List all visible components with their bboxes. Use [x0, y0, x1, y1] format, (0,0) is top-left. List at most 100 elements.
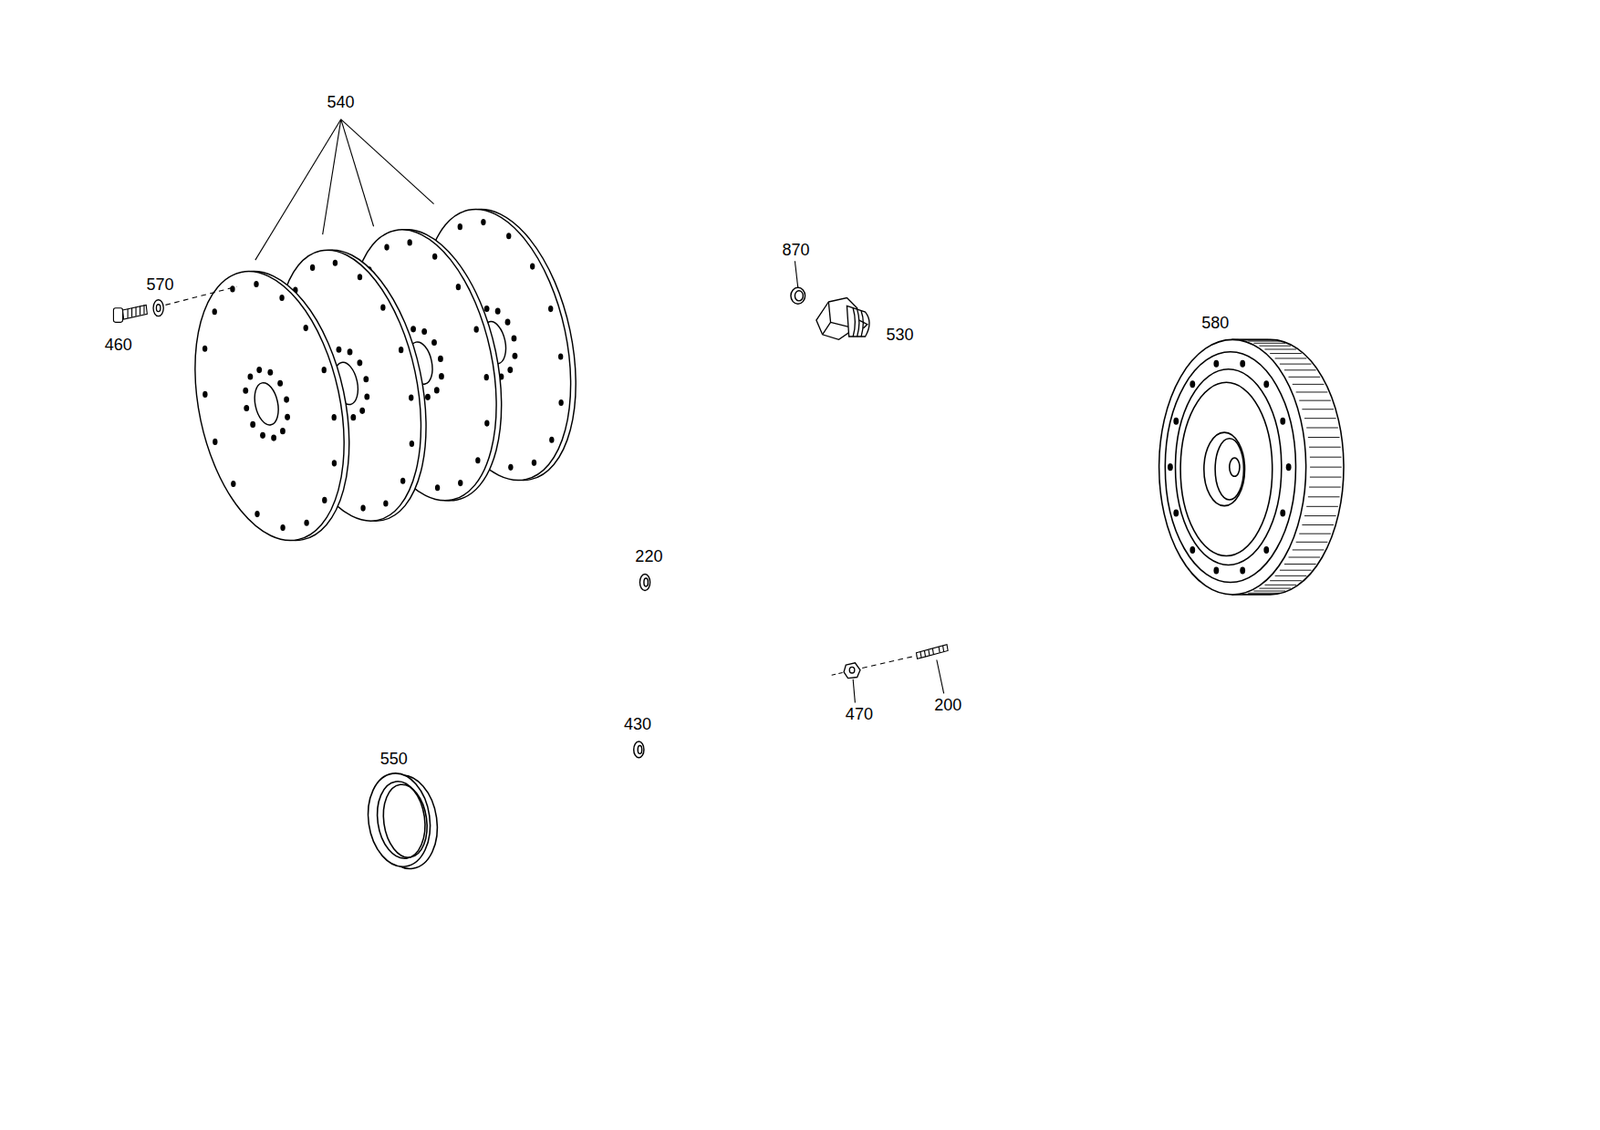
hub-hole: [438, 373, 445, 380]
bolt-hole: [398, 346, 404, 354]
callout-number: 470: [845, 706, 873, 723]
gear-tooth: [1284, 369, 1317, 371]
bolt-hole: [357, 273, 363, 281]
hub-hole: [259, 432, 266, 439]
hub-hole: [511, 334, 518, 342]
bolt-hole: [322, 497, 327, 504]
gear-tooth: [1292, 549, 1325, 551]
callout-number: 570: [146, 276, 175, 293]
flywheel-580: [1159, 339, 1344, 595]
bolt-hole: [383, 499, 388, 507]
callout-number: 550: [380, 750, 408, 768]
gear-tooth: [1298, 400, 1331, 402]
callout-number: 580: [1201, 314, 1229, 332]
center-hole: [250, 380, 282, 427]
small-ring-430: [633, 741, 645, 759]
bolt-hole: [456, 283, 461, 291]
hub-hole: [363, 393, 370, 400]
gear-tooth: [1306, 426, 1339, 428]
hub-hole: [431, 339, 437, 346]
hub-hole: [437, 355, 444, 363]
bolt-hole: [529, 263, 535, 271]
gear-tooth: [1275, 357, 1308, 359]
hub-hole: [425, 394, 431, 401]
bolt-hole: [508, 464, 513, 471]
gear-tooth: [1253, 342, 1286, 344]
bolt-hole: [549, 436, 554, 444]
gear-tooth: [1264, 348, 1297, 350]
gear-tooth: [1301, 408, 1334, 410]
hub-hole: [421, 328, 427, 335]
plug-530: [816, 298, 870, 341]
bolt-hole: [254, 510, 260, 518]
bolt-hole: [332, 414, 337, 421]
gear-tooth: [1309, 487, 1341, 489]
callout-number: 530: [886, 326, 915, 343]
gear-tooth: [1284, 563, 1317, 565]
gear-tooth: [1258, 345, 1291, 347]
hub-hole: [495, 308, 501, 315]
gear-tooth: [1298, 533, 1331, 535]
hub-hole: [242, 387, 249, 395]
bolt-hole: [230, 480, 236, 488]
callout-number: 220: [634, 548, 663, 565]
bolt-hole: [310, 264, 315, 271]
bolt-hole: [303, 519, 309, 527]
gear-tooth: [1288, 557, 1321, 559]
gear-tooth: [1275, 575, 1308, 577]
gear-tooth: [1296, 391, 1329, 393]
bolt-hole: [475, 457, 480, 464]
gear-tooth: [1308, 496, 1341, 498]
bolt-hole: [212, 308, 218, 315]
bolt-hole: [202, 391, 208, 398]
hub-hole: [256, 366, 262, 374]
hub-hole: [280, 427, 286, 435]
callout-number: 540: [327, 93, 355, 111]
bolt-hole: [380, 304, 385, 312]
gear-tooth: [1296, 541, 1329, 543]
hub-hole: [410, 325, 416, 333]
flywheel-hole: [1263, 380, 1269, 388]
gear-tooth: [1279, 570, 1312, 572]
hub-hole: [359, 407, 365, 415]
bolt-hole: [400, 477, 406, 485]
gear-tooth: [1242, 339, 1275, 341]
bolt-hole: [280, 524, 285, 531]
flywheel-hole: [1213, 360, 1219, 368]
bolt-hole: [408, 394, 414, 402]
bolt-hole: [229, 285, 235, 292]
bolt-hole: [484, 374, 489, 381]
callout-number: 430: [623, 716, 652, 733]
bolt-hole: [558, 399, 563, 406]
flywheel-hole: [1239, 567, 1246, 575]
seal-ring-870: [790, 287, 806, 304]
gear-tooth: [1242, 593, 1275, 595]
hub-hole: [283, 396, 290, 404]
callout-number: 460: [104, 336, 133, 354]
flywheel-hole: [1167, 463, 1174, 471]
washer-570: [153, 300, 164, 317]
hub-hole: [270, 434, 277, 441]
hub-hole: [434, 386, 440, 394]
bolt-460: [113, 304, 147, 323]
hub-hole: [284, 414, 291, 421]
hub-hole: [507, 366, 513, 374]
bolt-hole: [480, 218, 486, 226]
gear-tooth: [1304, 515, 1337, 517]
flywheel-hole: [1173, 417, 1179, 426]
gear-tooth: [1309, 467, 1342, 468]
bolt-hole: [409, 440, 415, 447]
bolt-hole: [384, 243, 389, 250]
flex-discs: [172, 195, 599, 554]
ring-550: [362, 768, 444, 873]
gear-tooth: [1309, 477, 1342, 478]
flywheel-hole: [1173, 509, 1179, 518]
gear-tooth: [1258, 588, 1291, 590]
gear-tooth: [1269, 353, 1302, 354]
gear-tooth: [1306, 506, 1339, 508]
hub-hole: [336, 346, 343, 354]
bolt-hole: [212, 438, 218, 446]
hub-hole: [350, 414, 356, 421]
bolt-hole: [202, 345, 208, 353]
